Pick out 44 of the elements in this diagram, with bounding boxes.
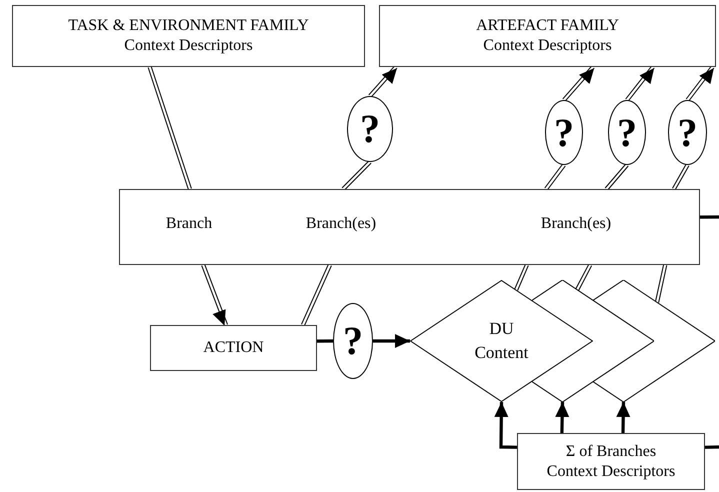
process-box (12, 5, 365, 67)
arrow (373, 334, 410, 348)
box-subtitle: Context Descriptors (546, 462, 676, 482)
box-subtitle: Context Descriptors (124, 36, 253, 56)
branch-label: Branch(es) (540, 214, 612, 234)
arrow (616, 402, 630, 434)
connector-line (148, 66, 192, 190)
arrow (625, 66, 655, 102)
arrow (201, 264, 228, 326)
arrow (562, 65, 595, 102)
box-title: Σ of Branches (566, 442, 656, 462)
box-title: ACTION (203, 338, 264, 358)
connector-line (700, 215, 719, 219)
process-box (379, 5, 716, 67)
connector-line (301, 264, 332, 326)
question-mark: ? (554, 112, 574, 152)
connector-line (514, 264, 529, 291)
process-box (150, 325, 317, 371)
question-mark: ? (360, 109, 380, 149)
arrow (368, 65, 398, 98)
decision-diamond (593, 280, 715, 402)
box-title: ARTEFACT FAMILY (476, 16, 619, 36)
diamond-label: DU Content (474, 318, 530, 364)
process-box (517, 433, 705, 490)
connector-line (316, 339, 334, 343)
connector-line (544, 164, 566, 190)
connector-line (654, 264, 668, 304)
box-title: TASK & ENVIRONMENT FAMILY (68, 16, 309, 36)
branch-label: Branch (166, 214, 212, 234)
connector-line (672, 164, 690, 190)
arrow (555, 402, 570, 434)
box-subtitle: Context Descriptors (483, 36, 612, 56)
question-mark: ? (617, 112, 637, 152)
question-mark: ? (678, 112, 698, 152)
connector-line (604, 164, 629, 190)
connector-line (342, 160, 372, 191)
branch-band (119, 189, 700, 265)
decision-diamond (410, 280, 593, 402)
branch-label: Branch(es) (306, 214, 376, 234)
question-mark: ? (343, 321, 363, 361)
arrow (686, 66, 714, 102)
connector-line (704, 445, 719, 449)
arrow (494, 402, 518, 449)
connector-line (575, 264, 592, 291)
